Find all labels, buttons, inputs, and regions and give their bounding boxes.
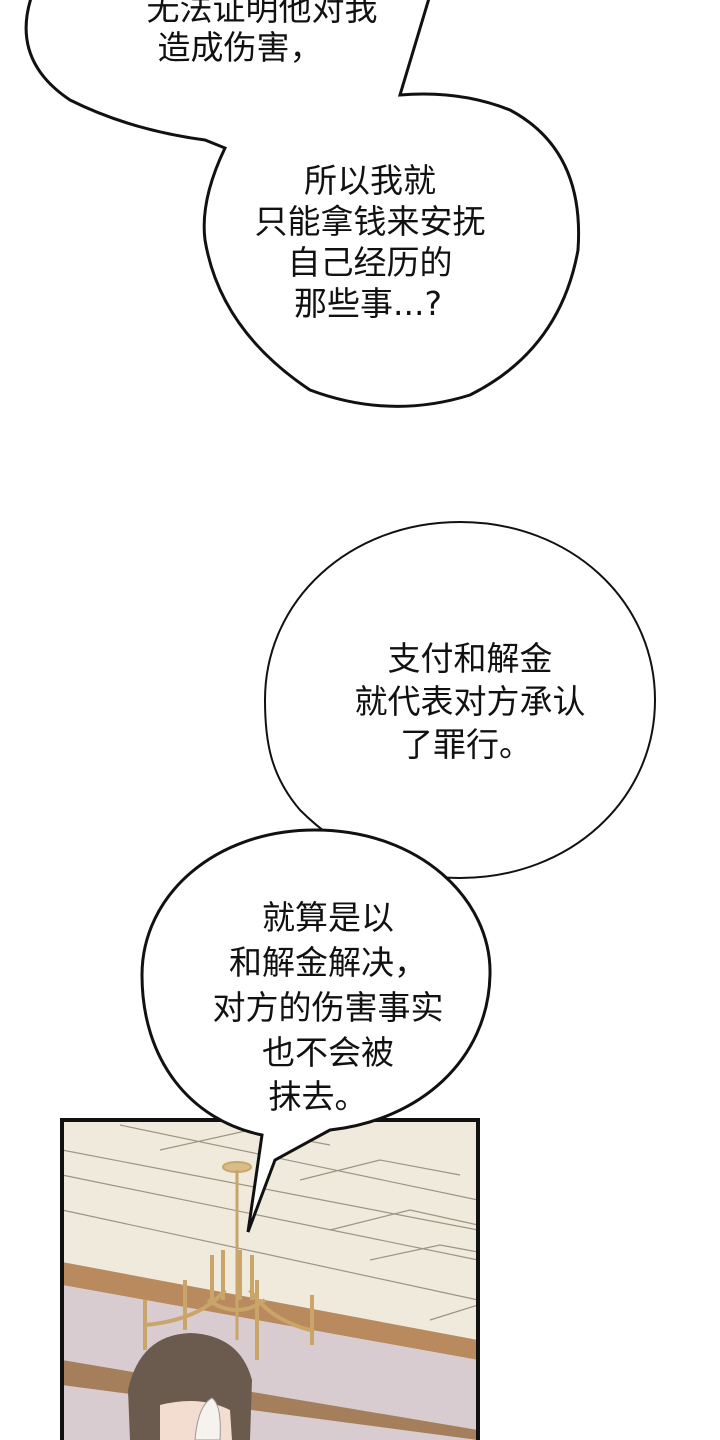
bubble-4-line-2: 和解金解决，	[229, 943, 427, 982]
bubble-2-line-4: 那些事...?	[294, 284, 442, 323]
bubble-4-line-3: 对方的伤害事实	[212, 988, 444, 1027]
bubble-3-line-3: 了罪行。	[400, 725, 532, 764]
bubble-4-line-1: 就算是以	[262, 898, 394, 937]
bubble-2-line-3: 自己经历的	[287, 243, 453, 282]
chandelier	[143, 1161, 314, 1360]
bubble-2-line-2: 只能拿钱来安抚	[254, 202, 486, 241]
speech-bubble-3	[140, 828, 492, 1233]
bubble-3-line-1: 支付和解金	[387, 639, 553, 678]
bubble-4-line-5: 抹去。	[268, 1077, 368, 1116]
bubble-1-line-2: 造成伤害，	[157, 28, 323, 67]
bubble-3-line-2: 就代表对方承认	[354, 682, 586, 721]
bubble-1-line-1: 无法证明他对我	[146, 0, 378, 28]
character	[128, 1333, 252, 1440]
speech-bubble-1	[24, 0, 581, 408]
bubble-2-line-1: 所以我就	[304, 161, 436, 200]
bubble-4-line-4: 也不会被	[262, 1033, 394, 1072]
